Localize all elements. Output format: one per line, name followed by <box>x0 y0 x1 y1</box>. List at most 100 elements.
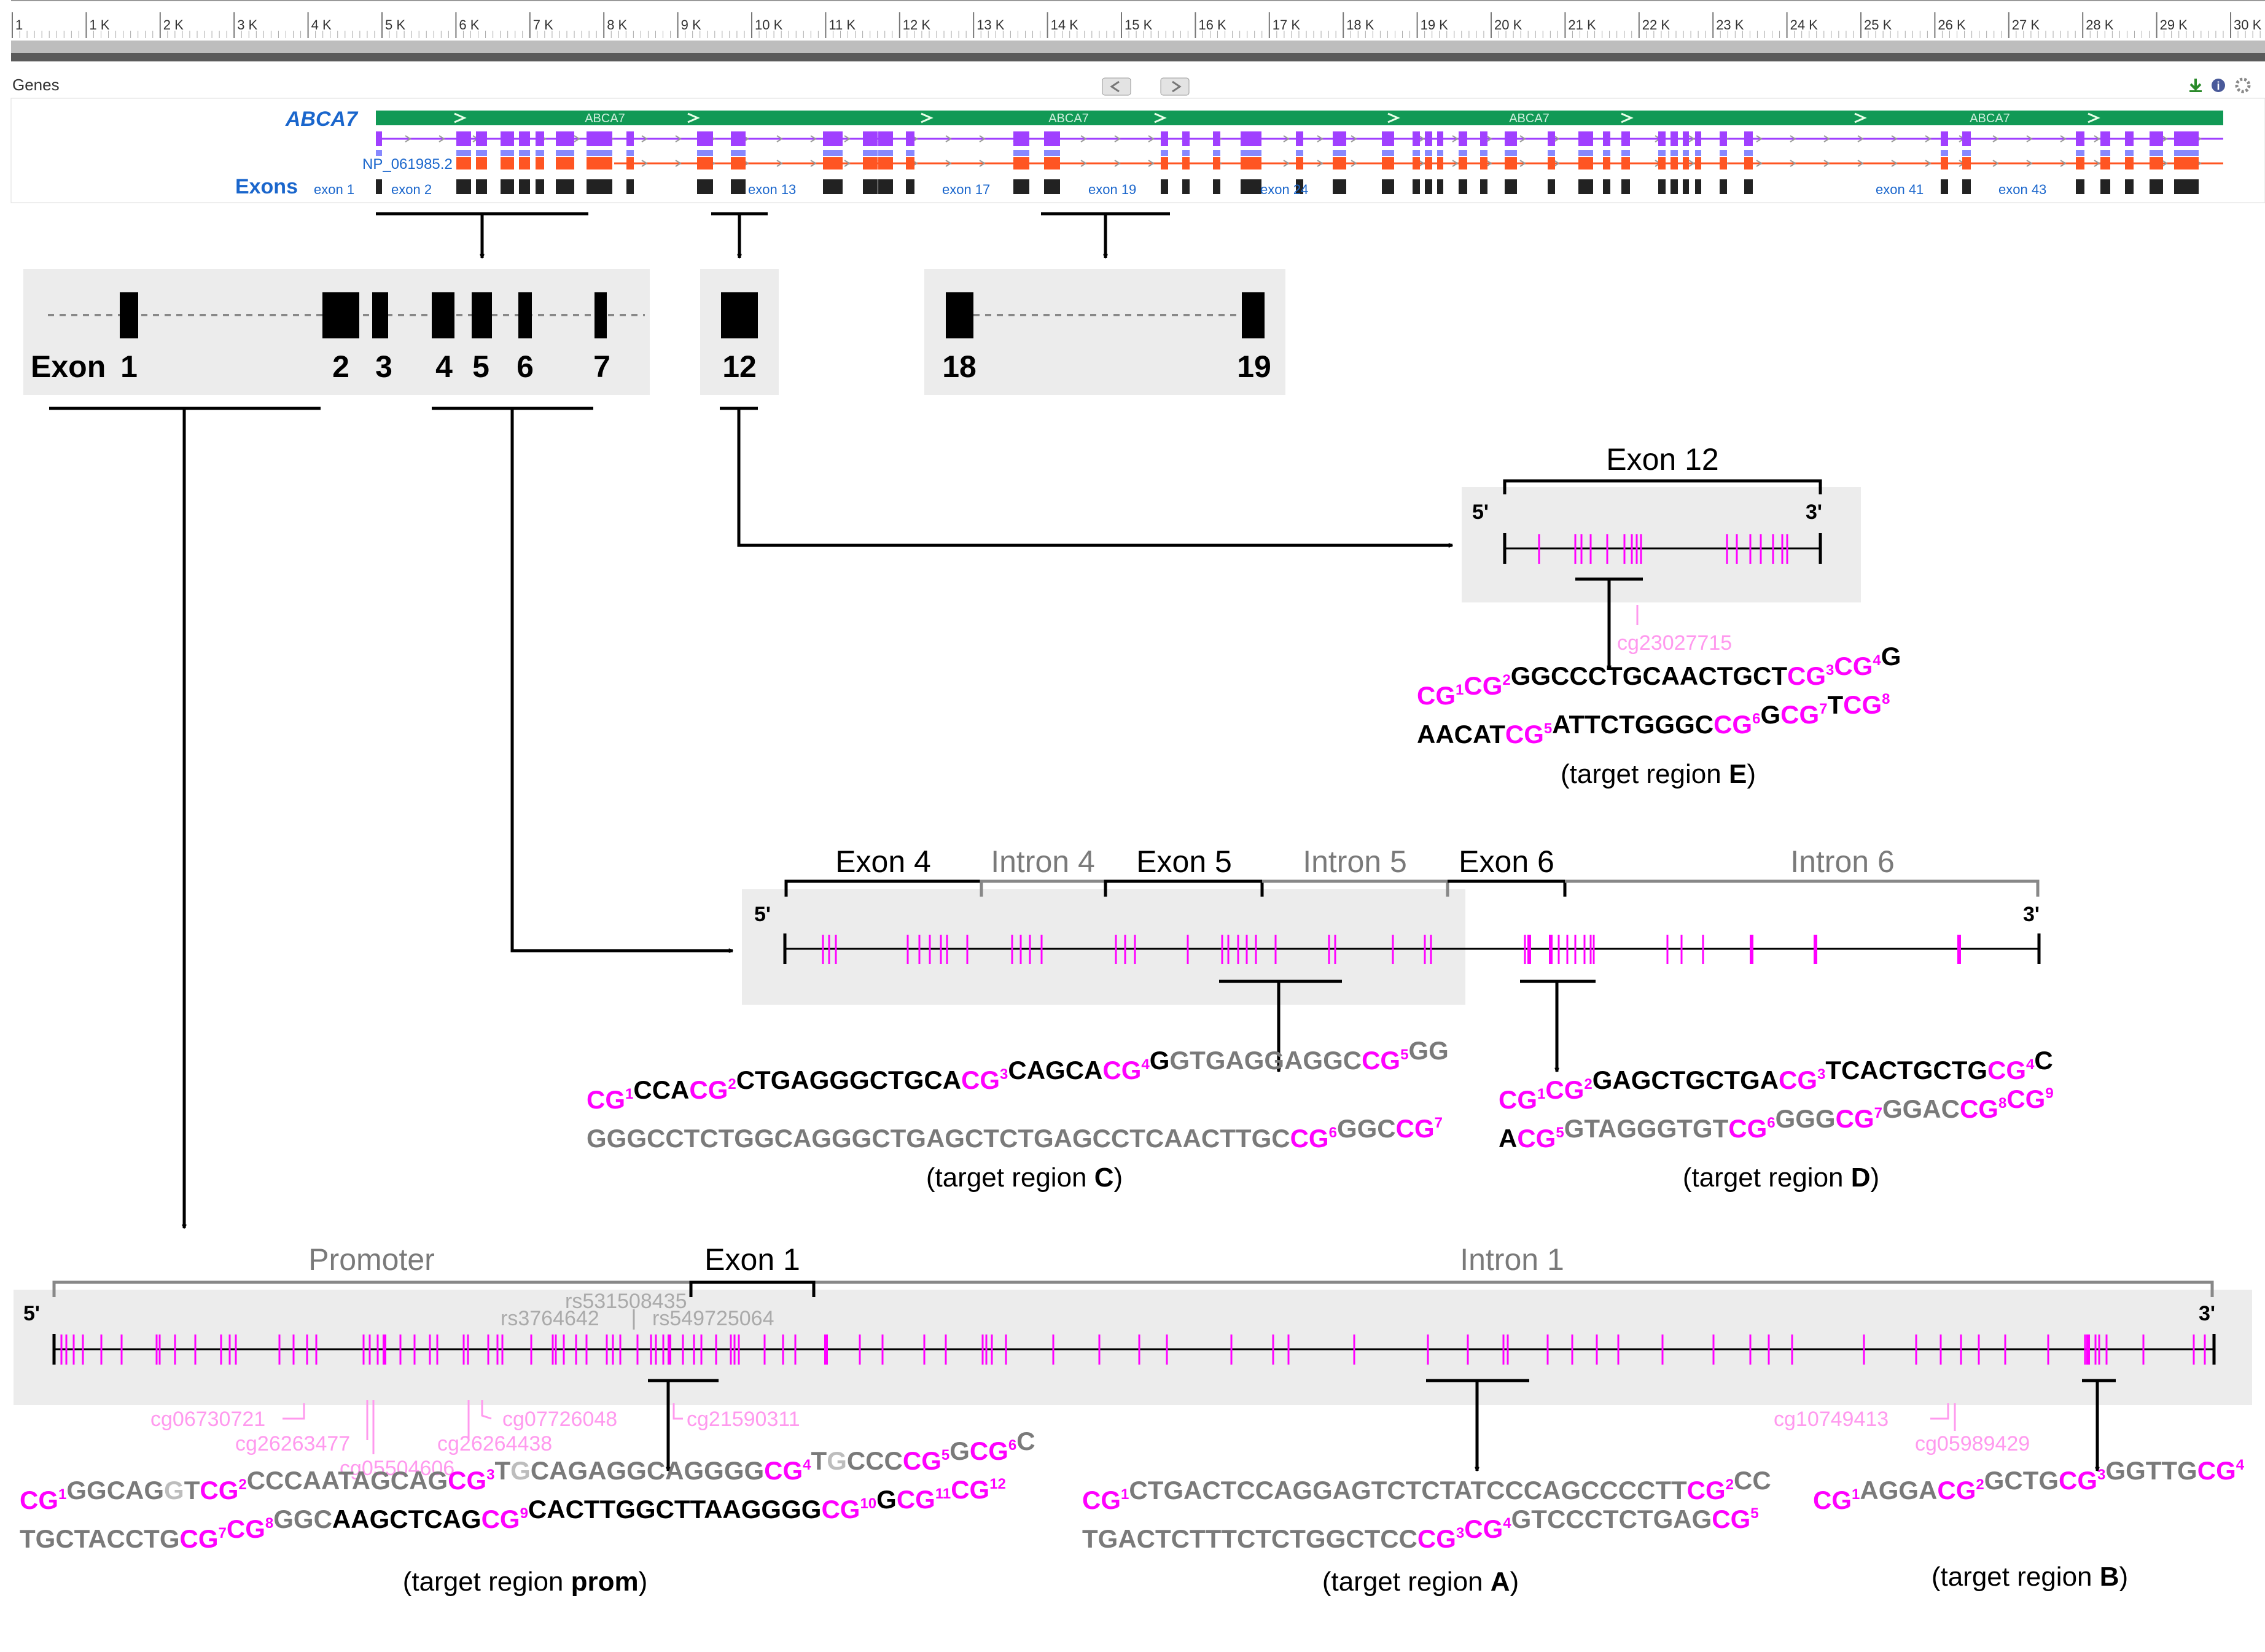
ruler-label: 13 K <box>977 17 1005 33</box>
transcript-arrow <box>844 160 851 167</box>
three-prime-label: 3' <box>2023 903 2040 926</box>
ruler-label: 10 K <box>755 17 783 33</box>
sequence-line: TGACTCTTTCTCTGGCTCCCG3CG4GTCCCTCTGAGCG5 <box>1082 1505 1759 1553</box>
transcript-arrow <box>1283 160 1290 167</box>
ruler-label: 23 K <box>1716 17 1744 33</box>
transcript-exon-lower <box>1505 150 1517 156</box>
transcript-red[interactable] <box>456 157 2223 169</box>
exon-block <box>1213 179 1220 194</box>
transcript-exon-lower <box>1683 150 1689 156</box>
gene-arrow <box>454 112 467 123</box>
gene-direction-arrows <box>454 112 2100 123</box>
region-header: Exon 4 <box>835 844 931 879</box>
transcript-exon-lower <box>568 150 574 156</box>
settings-icon[interactable] <box>2235 77 2251 93</box>
exon-number: 1 <box>120 349 138 384</box>
transcript-exon <box>1621 157 1630 169</box>
transcript-exon <box>2100 131 2110 146</box>
transcript-exon-lower <box>2125 150 2134 156</box>
transcript-exon-lower <box>2174 150 2199 156</box>
transcript-arrow <box>1486 135 1492 142</box>
transcript-exon-lower <box>906 150 914 156</box>
scroll-right-icon[interactable] <box>1160 77 1190 96</box>
exon-block <box>1388 179 1394 194</box>
three-prime-label: 3' <box>2199 1302 2215 1325</box>
region-header: Intron 1 <box>1460 1242 1564 1277</box>
ruler-label: 7 K <box>533 17 553 33</box>
transcript-exon-lower <box>1013 150 1029 156</box>
region-header: Exon 12 <box>1606 442 1718 477</box>
ruler-label: 27 K <box>2012 17 2040 33</box>
region-header: Intron 4 <box>991 844 1095 879</box>
exon-block <box>863 179 878 194</box>
gene-bar-label: ABCA7 <box>1509 112 1550 125</box>
exon-block <box>697 179 713 194</box>
transcript-arrow <box>1756 135 1763 142</box>
ruler-label: 22 K <box>1642 17 1670 33</box>
scroll-right-glyph <box>1172 80 1182 93</box>
transcript-exon <box>456 157 471 169</box>
transcript-exon <box>1425 131 1432 146</box>
exon-number: 19 <box>1237 349 1271 384</box>
exon-block <box>568 179 574 194</box>
exon-block <box>1296 179 1303 194</box>
gene-bar[interactable] <box>376 111 2223 125</box>
transcript-arrow <box>1080 135 1087 142</box>
transcript-exon-lower <box>626 150 634 156</box>
zoom-region-connectors <box>49 407 1452 1228</box>
transcript-arrow <box>1823 135 1830 142</box>
transcript-arrow <box>1452 160 1459 167</box>
exon-label: exon 1 <box>314 182 354 197</box>
target-region-caption: (target region B) <box>1932 1562 2128 1592</box>
exon-block <box>1603 179 1610 194</box>
exon-number: 2 <box>332 349 349 384</box>
transcript-exon <box>1548 157 1555 169</box>
exon-label: exon 41 <box>1876 182 1924 197</box>
scroll-left-icon[interactable] <box>1102 77 1131 96</box>
transcript-arrow <box>1148 160 1155 167</box>
transcript-exon <box>1744 131 1753 146</box>
transcript-exon <box>501 131 514 146</box>
transcript-exon <box>1480 131 1487 146</box>
transcript-arrow <box>776 160 783 167</box>
exon-number: 7 <box>593 349 610 384</box>
exon-block <box>1548 179 1555 194</box>
transcript-arrow <box>1418 135 1425 142</box>
transcript-exon <box>1683 157 1689 169</box>
transcript-exon-lower <box>1161 150 1168 156</box>
region-header: Intron 6 <box>1790 844 1895 879</box>
exon-block <box>731 179 746 194</box>
sequence-line: GGGCCTCTGGCAGGGCTGAGCTCTGAGCCTCAACTTGCCG… <box>587 1114 1443 1153</box>
transcript-purple[interactable] <box>376 131 2223 156</box>
probe-label: cg21590311 <box>687 1408 800 1431</box>
ruler-label: 20 K <box>1494 17 1522 33</box>
transcript-arrow <box>1688 160 1695 167</box>
transcript-exon <box>1621 131 1630 146</box>
region-cd-panel: Exon 4 Intron 4 Exon 5 Intron 5 Exon 6 I… <box>742 844 2041 1072</box>
transcript-exon <box>731 131 746 146</box>
cpg-marks <box>60 1334 2206 1365</box>
transcript-exon <box>1658 157 1666 169</box>
transcript-exon <box>1296 157 1303 169</box>
info-icon[interactable] <box>2212 79 2225 92</box>
gene-arrow <box>1621 112 1634 123</box>
exon-block <box>2125 179 2134 194</box>
transcript-arrow <box>979 135 986 142</box>
transcript-exon <box>1459 157 1467 169</box>
transcript-exon <box>1603 157 1610 169</box>
ruler-label: 5 K <box>385 17 405 33</box>
transcript-arrow <box>1452 135 1459 142</box>
overview-scrollbar[interactable] <box>11 41 2265 53</box>
ruler-label: 14 K <box>1051 17 1079 33</box>
transcript-exon <box>1413 157 1420 169</box>
transcript-arrow <box>641 160 648 167</box>
exon-track[interactable] <box>376 179 2199 194</box>
exon-block <box>1670 179 1678 194</box>
transcript-exon-lower <box>1425 150 1432 156</box>
region-header: Intron 5 <box>1303 844 1407 879</box>
sequence-line: TGCTACCTGCG7CG8GGCAAGCTCAGCG9CACTTGGCTTA… <box>20 1475 1006 1553</box>
download-icon[interactable] <box>2189 79 2202 92</box>
